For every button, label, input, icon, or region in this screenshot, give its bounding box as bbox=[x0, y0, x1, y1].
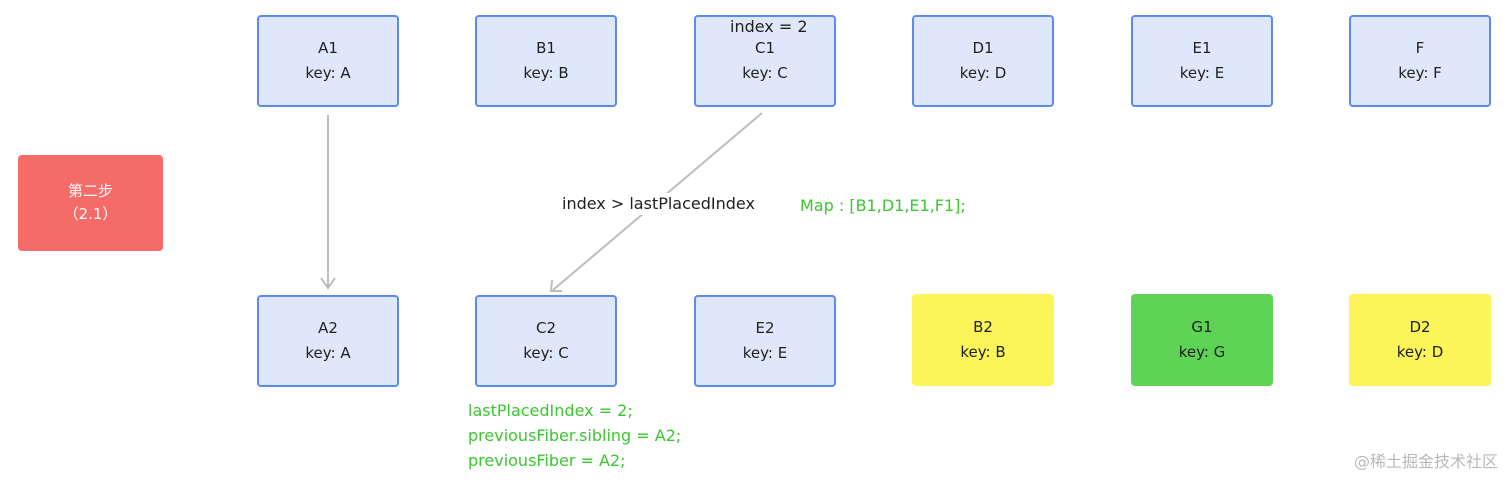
node-key: key: D bbox=[1396, 343, 1444, 361]
node-f: F key: F bbox=[1349, 15, 1491, 107]
edge-condition-label: index > lastPlacedIndex bbox=[562, 193, 755, 215]
notes-block: lastPlacedIndex = 2; previousFiber.sibli… bbox=[468, 398, 681, 473]
note-line: lastPlacedIndex = 2; bbox=[468, 401, 633, 420]
node-key: key: C bbox=[742, 64, 788, 82]
node-title: E1 bbox=[1192, 39, 1212, 57]
step-subtitle: （2.1） bbox=[63, 205, 118, 223]
edge-c1-c2-arrowhead bbox=[549, 279, 562, 292]
note-line: previousFiber.sibling = A2; bbox=[468, 426, 682, 445]
node-c1: C1 key: C bbox=[694, 15, 836, 107]
step-badge: 第二步 （2.1） bbox=[18, 155, 163, 251]
node-d2: D2 key: D bbox=[1349, 294, 1491, 386]
node-e1: E1 key: E bbox=[1131, 15, 1273, 107]
node-title: A1 bbox=[318, 39, 338, 57]
node-title: C1 bbox=[754, 39, 776, 57]
node-key: key: G bbox=[1178, 343, 1226, 361]
node-a2: A2 key: A bbox=[257, 295, 399, 387]
node-b1: B1 key: B bbox=[475, 15, 617, 107]
node-title: D2 bbox=[1409, 318, 1431, 336]
node-key: key: B bbox=[523, 64, 569, 82]
node-title: C2 bbox=[535, 319, 557, 337]
map-label: Map : [B1,D1,E1,F1]; bbox=[800, 196, 966, 215]
edge-a1-a2-arrowhead bbox=[320, 277, 336, 290]
node-key: key: A bbox=[305, 344, 351, 362]
node-c2: C2 key: C bbox=[475, 295, 617, 387]
node-title: E2 bbox=[755, 319, 775, 337]
node-key: key: E bbox=[742, 344, 788, 362]
node-key: key: A bbox=[305, 64, 351, 82]
step-title: 第二步 bbox=[67, 182, 113, 200]
node-e2: E2 key: E bbox=[694, 295, 836, 387]
node-key: key: F bbox=[1398, 64, 1442, 82]
index-label: index = 2 bbox=[730, 17, 808, 36]
node-g1: G1 key: G bbox=[1131, 294, 1273, 386]
node-title: B2 bbox=[973, 318, 993, 336]
node-title: G1 bbox=[1191, 318, 1213, 336]
node-a1: A1 key: A bbox=[257, 15, 399, 107]
node-key: key: D bbox=[959, 64, 1007, 82]
node-b2: B2 key: B bbox=[912, 294, 1054, 386]
note-line: previousFiber = A2; bbox=[468, 451, 626, 470]
node-title: F bbox=[1415, 39, 1425, 57]
node-key: key: E bbox=[1179, 64, 1225, 82]
node-key: key: C bbox=[523, 344, 569, 362]
node-d1: D1 key: D bbox=[912, 15, 1054, 107]
node-title: B1 bbox=[536, 39, 556, 57]
node-key: key: B bbox=[960, 343, 1006, 361]
watermark: @稀土掘金技术社区 bbox=[1353, 452, 1498, 471]
node-title: A2 bbox=[318, 319, 338, 337]
node-title: D1 bbox=[972, 39, 994, 57]
